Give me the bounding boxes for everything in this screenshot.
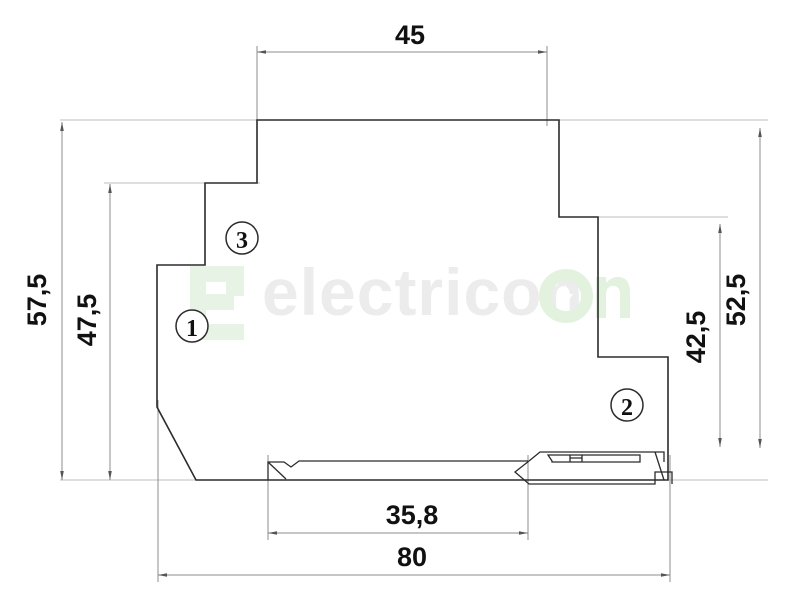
dim-label-80: 80 xyxy=(397,542,427,572)
callout-1-circle xyxy=(175,309,209,343)
callout-3-label: 3 xyxy=(236,228,248,254)
din-clip-right-tab xyxy=(569,455,583,462)
dimension-arrows-group xyxy=(60,50,762,577)
dimension-labels-group: 45 57,5 47,5 42,5 52,5 35,8 80 xyxy=(22,20,751,572)
watermark-accent-n xyxy=(596,276,630,318)
dim-label-47-5: 47,5 xyxy=(72,294,102,347)
dim-label-57-5: 57,5 xyxy=(22,274,52,327)
device-outline-group xyxy=(156,119,673,485)
watermark-accent-o xyxy=(539,269,593,323)
watermark-wordmark: electricon xyxy=(262,255,584,329)
dim-label-35-8: 35,8 xyxy=(386,500,439,530)
din-clip-right-body xyxy=(528,451,665,462)
din-clip-right-outline xyxy=(546,454,641,463)
callout-3-circle xyxy=(225,221,259,255)
callout-2-circle xyxy=(610,388,644,422)
din-clip-right-nose xyxy=(513,460,673,485)
callout-1[interactable]: 1 xyxy=(175,309,209,343)
din-clip-left-detail xyxy=(267,460,528,480)
din-clip-right-slant xyxy=(654,451,665,481)
callout-2[interactable]: 2 xyxy=(610,388,644,422)
dim-label-52-5: 52,5 xyxy=(721,274,751,327)
callout-1-label: 1 xyxy=(186,316,198,342)
callout-3[interactable]: 3 xyxy=(225,221,259,255)
callouts-group: 1 2 3 xyxy=(175,221,644,422)
logo-shape-right xyxy=(226,282,244,296)
watermark-group: electricon xyxy=(190,255,630,340)
device-body-outline xyxy=(156,119,669,481)
callout-2-label: 2 xyxy=(621,395,633,421)
dim-label-42-5: 42,5 xyxy=(681,311,711,364)
dim-label-45: 45 xyxy=(395,20,425,50)
din-clip-left-chamfer xyxy=(267,461,287,480)
